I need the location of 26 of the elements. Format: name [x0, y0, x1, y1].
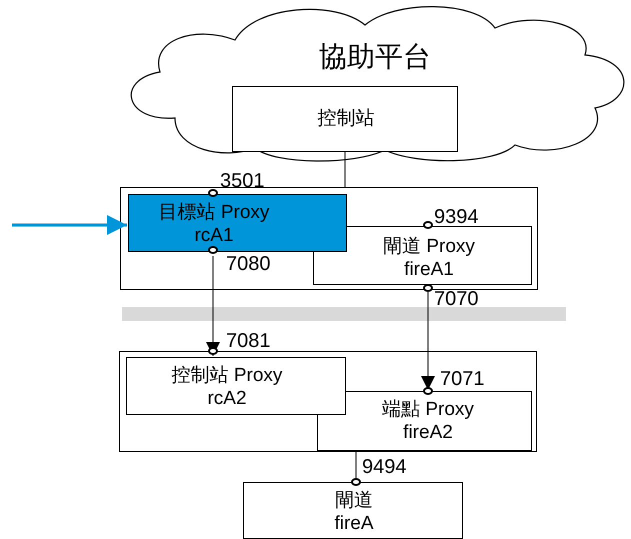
arrow [206, 256, 220, 356]
container-box [119, 351, 537, 452]
port-number: 3501 [220, 170, 264, 192]
process-box [243, 482, 463, 539]
node-label: 閘道 Proxy fireA1 [382, 235, 476, 281]
process-box [232, 86, 458, 152]
node-label: 控制站 Proxy rcA2 [170, 364, 284, 410]
highlighted-proxy-box [128, 194, 347, 252]
process-box [313, 226, 532, 285]
node-label: 目標站 Proxy rcA1 [158, 201, 270, 247]
process-box [126, 357, 346, 415]
connector-line [344, 152, 346, 188]
port-number: 9494 [362, 456, 406, 478]
port-number: 7071 [440, 368, 484, 390]
port-number: 9394 [434, 206, 478, 228]
cloud-title: 協助平台 [318, 40, 432, 74]
process-box [317, 391, 532, 451]
port-number: 7080 [226, 253, 270, 275]
container-box [120, 187, 538, 290]
node-label: 閘道 fireA [333, 489, 375, 535]
port-number: 7081 [226, 330, 270, 352]
arrow [12, 215, 127, 235]
firewall-bar [122, 307, 566, 321]
node-label: 端點 Proxy fireA2 [381, 398, 475, 444]
node-label: 控制站 [316, 107, 376, 130]
port-number: 7070 [434, 288, 478, 310]
